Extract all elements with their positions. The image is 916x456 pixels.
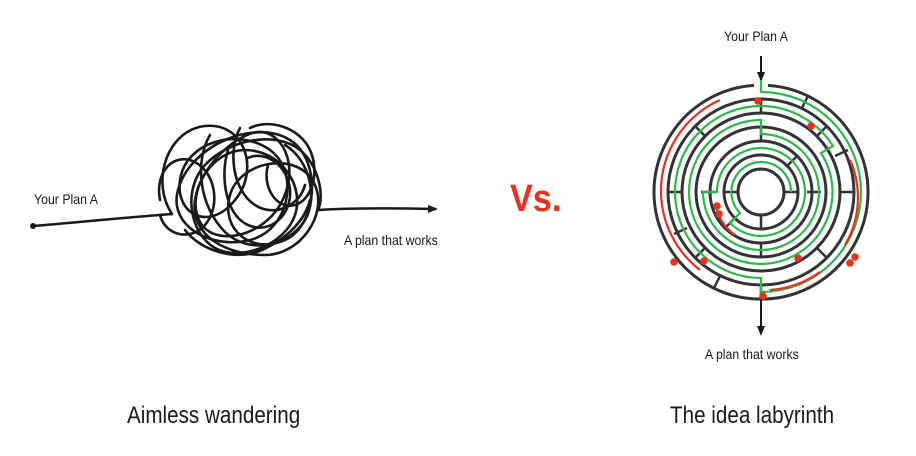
vs-separator: Vs. xyxy=(510,178,562,220)
right-end-label: A plan that works xyxy=(705,346,799,362)
success-path xyxy=(673,80,863,294)
labyrinth xyxy=(652,56,870,336)
dead-end-dots xyxy=(670,97,859,300)
right-caption: The idea labyrinth xyxy=(670,402,835,429)
scribble-tangle xyxy=(157,122,322,257)
maze-walls xyxy=(652,83,870,301)
start-line xyxy=(32,212,173,228)
left-start-label: Your Plan A xyxy=(34,191,98,207)
left-end-label: A plan that works xyxy=(344,232,438,248)
left-path-diagram xyxy=(30,122,438,257)
left-caption: Aimless wandering xyxy=(127,402,301,429)
right-start-label: Your Plan A xyxy=(724,28,788,44)
end-line xyxy=(317,204,438,213)
